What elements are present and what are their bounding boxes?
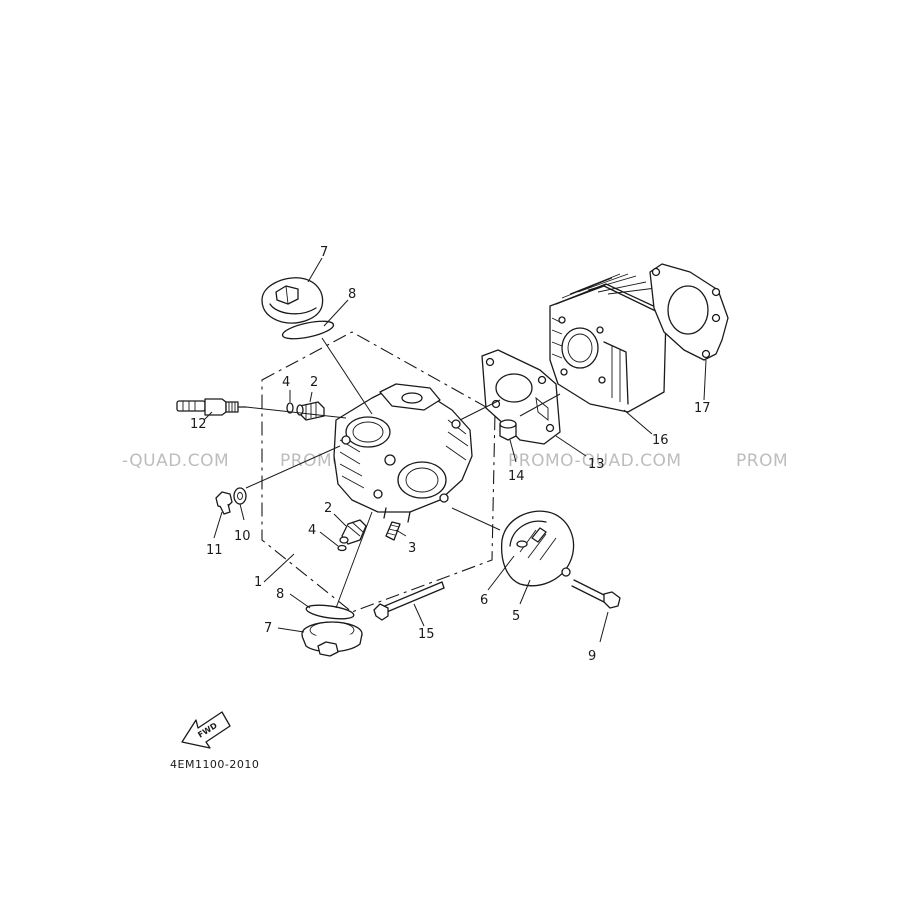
part-17-base-gasket (649, 263, 729, 361)
callout-12: 12 (190, 417, 207, 432)
callout-17: 17 (694, 401, 711, 416)
part-8-top-oring (281, 320, 335, 340)
callout-8-top: 8 (348, 287, 356, 302)
part-1-cylinder-head (333, 383, 473, 523)
part-13-head-gasket (481, 349, 561, 445)
part-10-washer (233, 487, 247, 505)
callout-9: 9 (588, 649, 596, 664)
watermark-4: PROM (736, 451, 788, 471)
callout-15: 15 (418, 627, 435, 642)
callout-4-top: 4 (282, 375, 290, 390)
part-8-lower-oring (305, 604, 355, 620)
callout-2-top: 2 (310, 375, 318, 390)
callout-6: 6 (480, 593, 488, 608)
callout-7-lower: 7 (264, 621, 272, 636)
part-12-spark-plug (176, 398, 247, 416)
leader-lines (203, 257, 707, 643)
part-2-upper-stud (296, 401, 325, 421)
part-15-long-bolt (373, 581, 445, 621)
part-4-lower-ring (337, 544, 347, 552)
part-3-stud (385, 521, 401, 541)
callout-4-lower: 4 (308, 523, 316, 538)
part-4-upper-ring (286, 402, 294, 414)
callout-7-top: 7 (320, 245, 328, 260)
part-7-lower-cap (301, 621, 363, 657)
callout-14: 14 (508, 469, 525, 484)
part-7-top-cap (261, 277, 324, 324)
callout-8-lower: 8 (276, 587, 284, 602)
callout-13: 13 (588, 457, 605, 472)
assembly-boundary (261, 331, 496, 613)
watermark-3: PROMO-QUAD.COM (508, 451, 682, 471)
callout-1: 1 (254, 575, 262, 590)
fwd-arrow: FWD (181, 711, 231, 749)
part-14-dowel (499, 419, 517, 441)
callout-2-lower: 2 (324, 501, 332, 516)
part-6-oring (516, 540, 528, 548)
callout-11: 11 (206, 543, 223, 558)
part-16-cylinder (549, 273, 667, 413)
callouts: 7 8 4 2 12 2 4 3 10 11 1 8 7 15 6 5 9 14… (190, 245, 711, 664)
callout-16: 16 (652, 433, 669, 448)
part-9-bolt (571, 579, 621, 609)
part-5-tappet-cover (500, 510, 575, 587)
callout-3: 3 (408, 541, 416, 556)
callout-5: 5 (512, 609, 520, 624)
part-code: 4EM1100-2010 (170, 758, 259, 771)
callout-10: 10 (234, 529, 251, 544)
part-2-lower-stud (339, 519, 367, 545)
part-11-plug-bolt (215, 491, 233, 515)
watermark-1: -QUAD.COM (122, 451, 229, 471)
